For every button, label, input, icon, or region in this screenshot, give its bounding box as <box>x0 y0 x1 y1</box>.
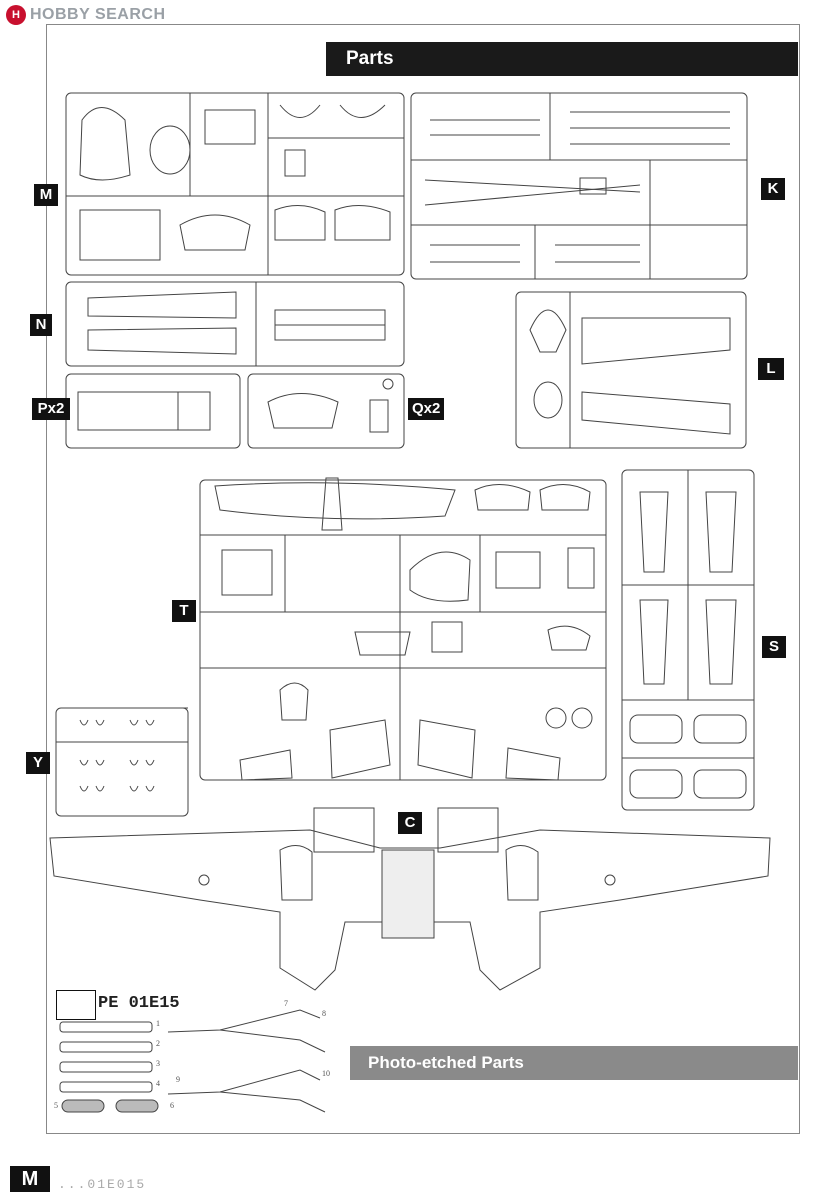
pe-part-number: 1 <box>156 1019 160 1028</box>
sprue-n-drawing <box>65 281 405 367</box>
sprue-l-drawing <box>515 291 747 449</box>
sprue-label-k: K <box>761 178 785 200</box>
pe-brand-logo <box>56 990 96 1020</box>
sprue-q-drawing <box>247 373 405 449</box>
sprue-k-drawing <box>410 92 748 280</box>
watermark: H HOBBY SEARCH <box>6 4 166 26</box>
sprue-label-m: M <box>34 184 58 206</box>
pe-part-number: 2 <box>156 1039 160 1048</box>
sprue-label-q: Qx2 <box>408 398 444 420</box>
parts-banner: Parts <box>326 42 798 76</box>
sprue-label-s: S <box>762 636 786 658</box>
pe-part-number: 9 <box>176 1075 180 1084</box>
pe-part-number: 3 <box>156 1059 160 1068</box>
sprue-label-p: Px2 <box>32 398 70 420</box>
page-footer: M ...01E015 <box>10 1162 146 1192</box>
sprue-y-drawing <box>55 707 189 817</box>
pe-part-number: 4 <box>156 1079 160 1088</box>
pe-set-code: PE 01E15 <box>98 994 180 1013</box>
wing-c-drawing <box>49 807 771 991</box>
sprue-label-n: N <box>30 314 52 336</box>
pe-part-number: 6 <box>170 1101 174 1110</box>
footer-code: ...01E015 <box>58 1177 147 1192</box>
watermark-logo: H <box>6 5 26 25</box>
watermark-text: HOBBY SEARCH <box>30 6 166 23</box>
sprue-label-y: Y <box>26 752 50 774</box>
sprue-label-t: T <box>172 600 196 622</box>
footer-logo: M <box>10 1166 50 1192</box>
photo-etched-banner: Photo-etched Parts <box>350 1046 798 1080</box>
sprue-t-drawing <box>199 477 607 781</box>
sprue-m-drawing <box>65 92 405 276</box>
sprue-s-drawing <box>621 469 755 811</box>
sprue-label-c: C <box>398 812 422 834</box>
pe-part-number: 8 <box>322 1009 326 1018</box>
pe-part-number: 10 <box>322 1069 330 1078</box>
sprue-label-l: L <box>758 358 784 380</box>
pe-parts-drawing <box>59 1009 326 1113</box>
sprue-p-drawing <box>65 373 241 449</box>
pe-part-number: 5 <box>54 1101 58 1110</box>
page-frame <box>46 24 800 1134</box>
pe-part-number: 7 <box>284 999 288 1008</box>
